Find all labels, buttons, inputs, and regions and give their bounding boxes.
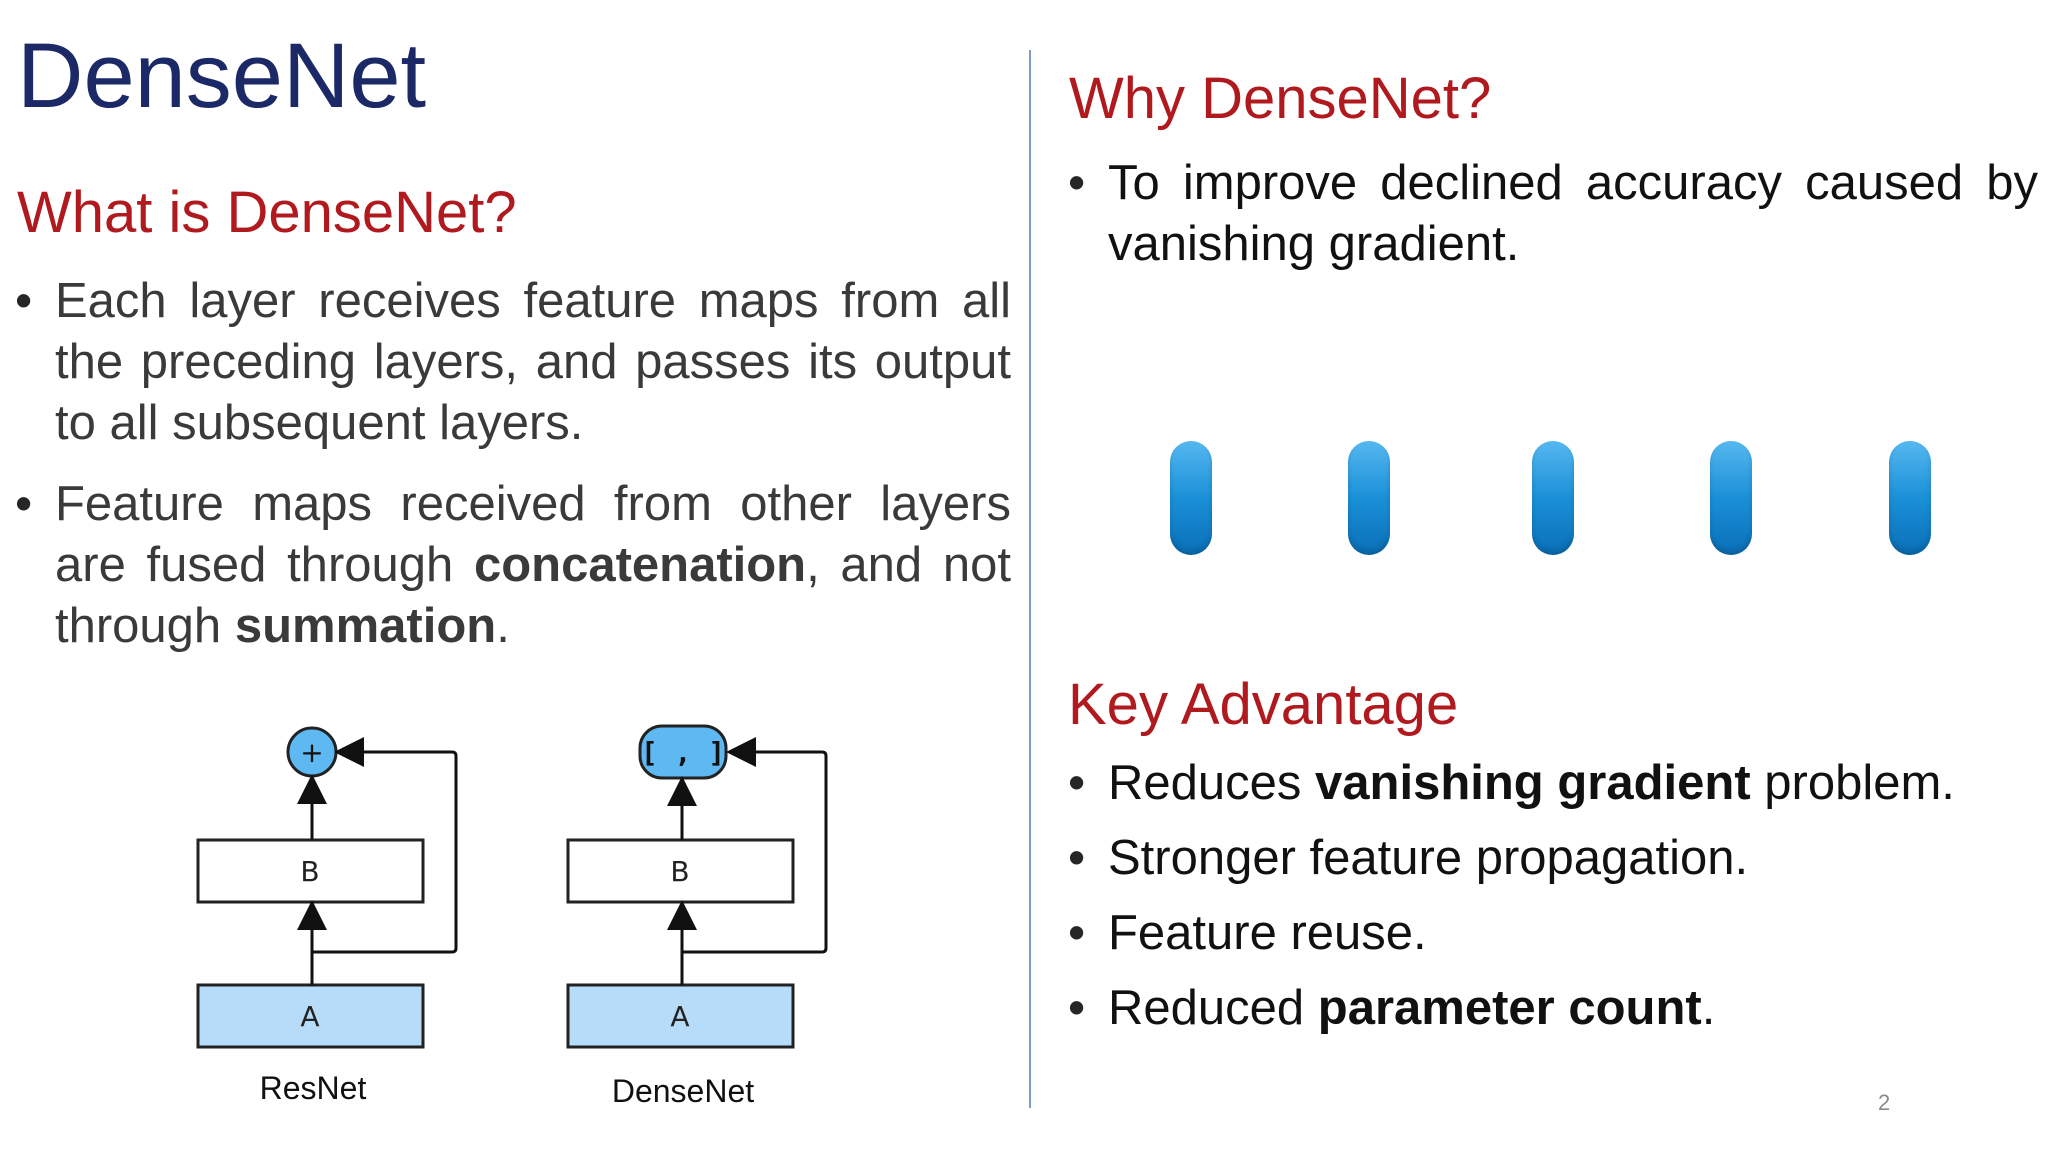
bullet-segment-bold: vanishing gradient: [1315, 756, 1751, 810]
decorative-pill: [1532, 441, 1574, 555]
bullet-segment: Feature maps received from other layers …: [55, 477, 1011, 592]
what-is-bullet-list: • Each layer receives feature maps from …: [15, 271, 1011, 657]
addition-op-label: +: [300, 736, 323, 769]
bullet-segment: .: [1701, 981, 1716, 1035]
concatenation-op-label: [ , ]: [641, 736, 725, 769]
bullet-segment-bold: summation: [234, 599, 497, 653]
block-a-label: A: [300, 1000, 319, 1033]
why-bullet-list: • To improve declined accuracy caused by…: [1068, 153, 2038, 275]
bullet-item: • Reduced parameter count.: [1068, 977, 2038, 1039]
decorative-pill: [1710, 441, 1752, 555]
bullet-text: To improve declined accuracy caused by v…: [1108, 156, 2038, 271]
bullet-dot-icon: •: [1068, 906, 1086, 960]
resnet-diagram: A B +: [196, 726, 458, 1049]
bullet-segment-bold: concatenation: [473, 538, 807, 592]
bullet-item: • Feature maps received from other layer…: [15, 474, 1011, 657]
resnet-caption: ResNet: [259, 1070, 367, 1106]
bullet-text: Feature reuse.: [1108, 906, 1427, 960]
advantage-bullet-list: • Reduces vanishing gradient problem. • …: [1068, 752, 2038, 1039]
slide-title: DenseNet: [17, 25, 427, 127]
why-heading: Why DenseNet?: [1069, 66, 1492, 131]
densenet-caption: DenseNet: [611, 1073, 755, 1109]
bullet-item: • Feature reuse.: [1068, 902, 2038, 964]
decorative-pill: [1889, 441, 1931, 555]
decorative-pill: [1348, 441, 1390, 555]
block-b-label: B: [300, 855, 319, 888]
bullet-text: Each layer receives feature maps from al…: [55, 274, 1011, 450]
bullet-text: Feature maps received from other layers …: [55, 477, 1011, 653]
bullet-text: Reduced parameter count.: [1108, 981, 1715, 1035]
bullet-segment: .: [496, 599, 510, 653]
bullet-segment: Feature reuse.: [1108, 906, 1427, 960]
bullet-item: • Reduces vanishing gradient problem.: [1068, 752, 2038, 814]
bullet-segment: , and not through: [55, 538, 1011, 653]
bullet-dot-icon: •: [15, 477, 33, 531]
bullet-dot-icon: •: [15, 274, 33, 328]
bullet-segment-bold: parameter count: [1317, 981, 1702, 1035]
bullet-dot-icon: •: [1068, 756, 1086, 810]
bullet-dot-icon: •: [1068, 981, 1086, 1035]
bullet-dot-icon: •: [1068, 831, 1086, 885]
block-a-label: A: [670, 1000, 689, 1033]
bullet-segment: To improve declined accuracy caused by v…: [1108, 156, 2038, 271]
decorative-pill: [1170, 441, 1212, 555]
dense-connection-arrow: [682, 737, 828, 954]
densenet-diagram: A B [ , ]: [566, 724, 828, 1049]
page-number: 2: [1878, 1090, 1891, 1115]
decorative-pill-row: [1170, 441, 1931, 555]
block-b-label: B: [670, 855, 689, 888]
bullet-item: • Each layer receives feature maps from …: [15, 271, 1011, 454]
bullet-text: Reduces vanishing gradient problem.: [1108, 756, 1955, 810]
bullet-item: • To improve declined accuracy caused by…: [1068, 153, 2038, 275]
bullet-text: Stronger feature propagation.: [1108, 831, 1748, 885]
bullet-segment: Each layer receives feature maps from al…: [55, 274, 1011, 450]
column-divider: [1029, 50, 1031, 1108]
what-is-heading: What is DenseNet?: [17, 180, 517, 245]
skip-connection-arrow: [312, 737, 458, 954]
bullet-segment: Reduced: [1108, 981, 1318, 1035]
bullet-item: • Stronger feature propagation.: [1068, 827, 2038, 889]
bullet-dot-icon: •: [1068, 156, 1086, 210]
bullet-segment: Reduces: [1108, 756, 1316, 810]
block-a: [196, 983, 425, 1049]
key-advantage-heading: Key Advantage: [1068, 672, 1459, 737]
bullet-segment: problem.: [1750, 756, 1955, 810]
bullet-segment: Stronger feature propagation.: [1108, 831, 1749, 885]
